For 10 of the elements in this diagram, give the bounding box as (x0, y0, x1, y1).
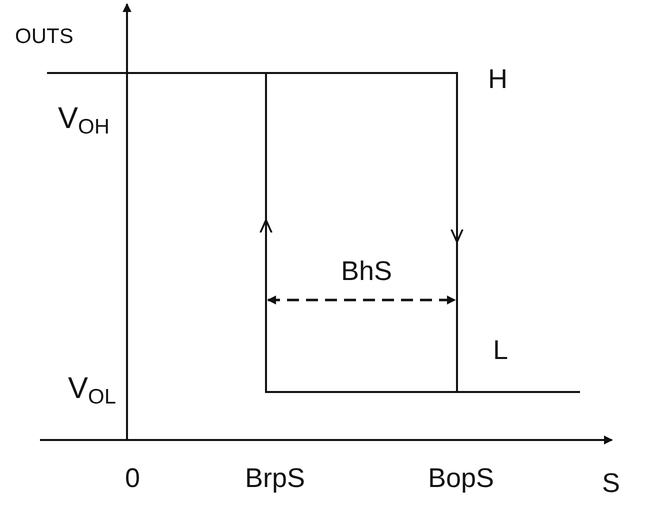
axis-label: BhS (341, 258, 392, 285)
axis-label: V$_{OH}$ (58, 104, 110, 138)
axis-label: L (493, 337, 508, 364)
axis-label: 0 (125, 465, 140, 492)
axis-label: V$_{OL}$ (68, 374, 116, 408)
axis-label: BrpS (245, 465, 306, 492)
axis-label: S (602, 470, 620, 497)
axis-label: H (488, 66, 508, 93)
axis-label: BopS (428, 465, 494, 492)
axis-label: OUTS (15, 26, 74, 47)
